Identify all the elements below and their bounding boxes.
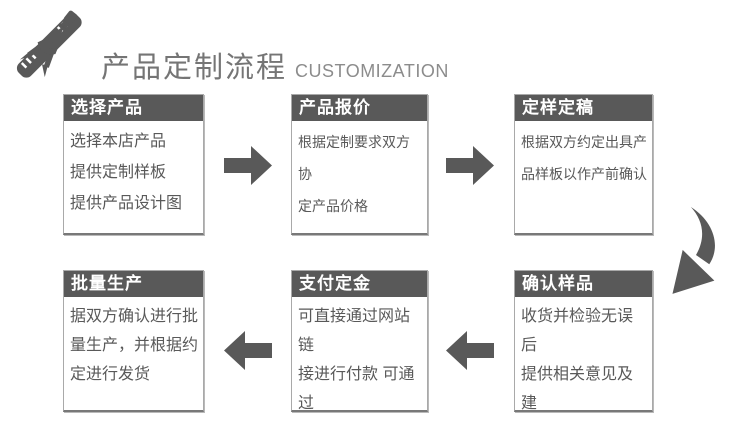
step-title: 批量生产 xyxy=(64,271,203,297)
title-english: CUSTOMIZATION xyxy=(295,61,449,81)
step-box-finalize-sample: 定样定稿 根据双方约定出具产 品样板以作产前确认 xyxy=(514,94,653,235)
step-body: 根据双方约定出具产 品样板以作产前确认 xyxy=(521,134,647,182)
step-box-pay-deposit: 支付定金 可直接通过网站链 接进行付款 可通过 银行转账进行支付 xyxy=(291,270,428,412)
step-box-mass-production: 批量生产 据双方确认进行批 量生产，并根据约 定进行发货 xyxy=(63,270,204,412)
step-body: 据双方确认进行批 量生产，并根据约 定进行发货 xyxy=(70,308,199,383)
step-title: 产品报价 xyxy=(292,95,427,121)
step-title: 选择产品 xyxy=(64,95,203,121)
left-arrow-icon xyxy=(446,331,494,370)
curved-down-left-arrow-icon xyxy=(672,207,715,294)
drafting-tools-icon xyxy=(16,10,82,78)
page-title: 产品定制流程 CUSTOMIZATION xyxy=(101,44,449,86)
step-body: 根据定制要求双方协 定产品价格 xyxy=(298,134,410,214)
left-arrow-icon xyxy=(224,331,272,370)
title-chinese: 产品定制流程 xyxy=(101,52,288,84)
step-box-product-quote: 产品报价 根据定制要求双方协 定产品价格 xyxy=(291,94,428,235)
right-arrow-icon xyxy=(446,146,494,185)
step-box-choose-product: 选择产品 选择本店产品 提供定制样板 提供产品设计图 xyxy=(63,94,204,235)
right-arrow-icon xyxy=(224,146,272,185)
step-title: 确认样品 xyxy=(515,271,652,297)
step-body: 选择本店产品 提供定制样板 提供产品设计图 xyxy=(70,133,183,212)
step-body: 收货并检验无误后 提供相关意见及建 议 xyxy=(521,308,634,412)
step-box-confirm-sample: 确认样品 收货并检验无误后 提供相关意见及建 议 xyxy=(514,270,653,412)
step-body: 可直接通过网站链 接进行付款 可通过 银行转账进行支付 xyxy=(298,308,415,412)
step-title: 定样定稿 xyxy=(515,95,652,121)
step-title: 支付定金 xyxy=(292,271,427,297)
